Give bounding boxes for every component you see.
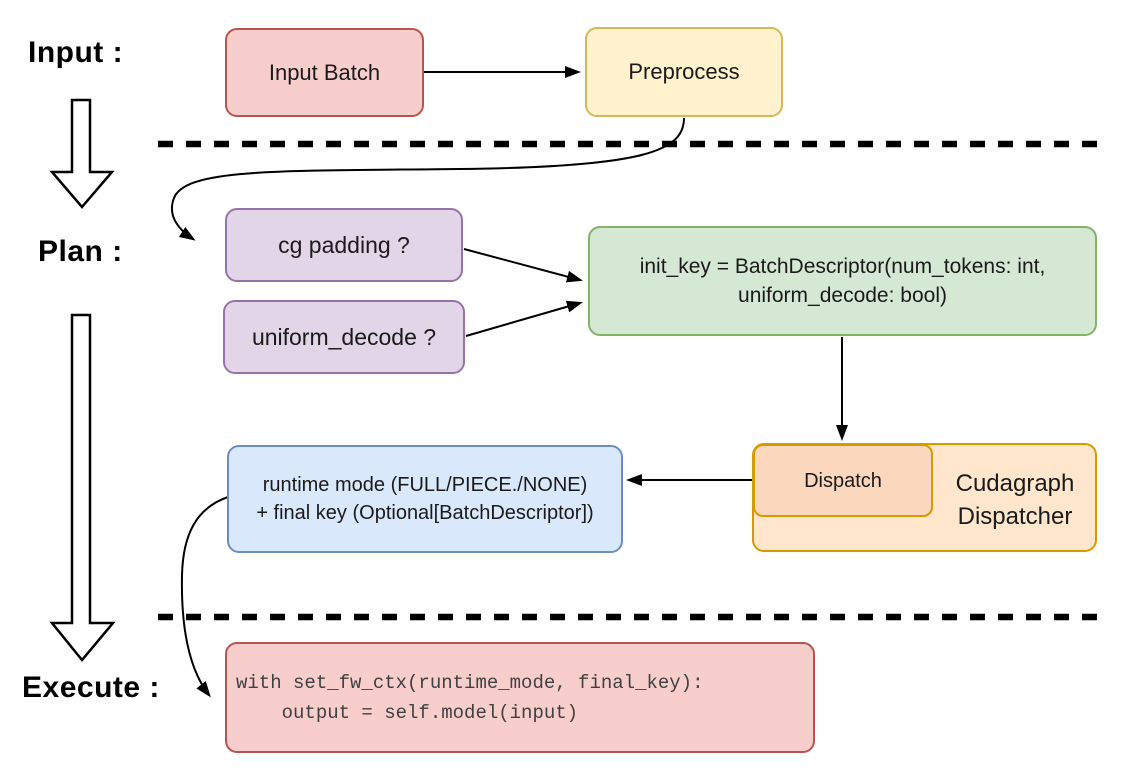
node-cg-padding: cg padding ?: [225, 208, 463, 282]
node-runtime-mode: runtime mode (FULL/PIECE./NONE) + final …: [227, 445, 623, 553]
arrow-cg-padding-to-init-key: [463, 248, 583, 283]
stage-label-execute: Execute :: [22, 671, 160, 704]
node-input-batch-label: Input Batch: [268, 59, 381, 85]
arrow-uniform-decode-to-init-key: [465, 300, 583, 337]
stage-label-input: Input :: [28, 36, 124, 69]
arrow-preprocess-to-cg-padding: [171, 117, 685, 241]
node-cudagraph-dispatcher-line2: Dispatcher: [957, 503, 1073, 530]
node-dispatch: Dispatch: [753, 444, 933, 517]
stage-arrow-plan-to-execute: [49, 313, 116, 662]
node-init-key-line2: uniform_decode: bool): [738, 284, 947, 307]
node-cudagraph-dispatcher-label: Cudagraph Dispatcher: [933, 467, 1097, 533]
node-preprocess-label: Preprocess: [628, 59, 740, 84]
node-preprocess: Preprocess: [585, 27, 783, 117]
stage-label-plan: Plan :: [38, 235, 123, 268]
node-input-batch: Input Batch: [225, 28, 424, 117]
node-uniform-decode: uniform_decode ?: [223, 300, 465, 374]
node-cudagraph-dispatcher-line1: Cudagraph: [955, 470, 1075, 497]
node-execute-code-line1: with set_fw_ctx(runtime_mode, final_key)…: [236, 671, 704, 694]
node-runtime-mode-line2: + final key (Optional[BatchDescriptor]): [256, 502, 594, 524]
node-runtime-mode-line1: runtime mode (FULL/PIECE./NONE): [262, 474, 588, 496]
arrow-runtime-mode-to-execute-code: [180, 496, 229, 698]
node-cg-padding-label: cg padding ?: [278, 231, 410, 258]
node-execute-code: with set_fw_ctx(runtime_mode, final_key)…: [225, 642, 815, 753]
node-dispatch-label: Dispatch: [804, 469, 882, 492]
node-init-key: init_key = BatchDescriptor(num_tokens: i…: [588, 226, 1097, 336]
node-uniform-decode-label: uniform_decode ?: [251, 323, 437, 350]
node-execute-code-line2: output = self.model(input): [236, 701, 579, 724]
node-init-key-line1: init_key = BatchDescriptor(num_tokens: i…: [639, 255, 1046, 278]
stage-arrow-input-to-plan: [49, 98, 115, 209]
